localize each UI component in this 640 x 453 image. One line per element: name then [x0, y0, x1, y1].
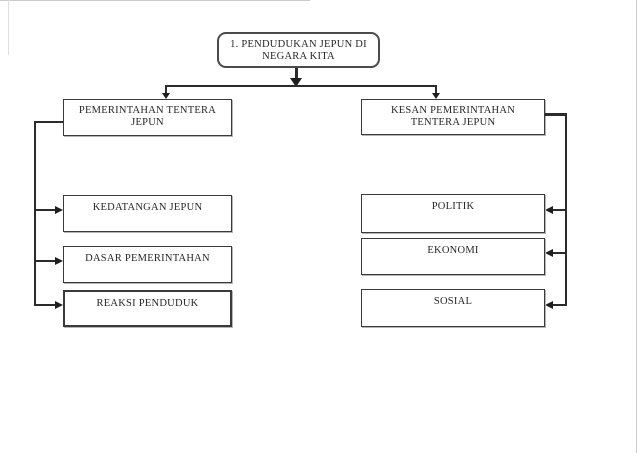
- node-dasar-pemerintahan: DASAR PEMERINTAHAN: [63, 246, 232, 283]
- node-kedatangan-jepun-label: KEDATANGAN JEPUN: [92, 202, 203, 213]
- connector-dasar-line: [34, 260, 56, 262]
- connector-reaksi-arrowhead-icon: [55, 301, 63, 309]
- connector-sosial-arrowhead-icon: [545, 301, 553, 309]
- connector-sosial-line: [553, 304, 566, 306]
- node-pemerintahan-tentera-jepun: PEMERINTAHAN TENTERA JEPUN: [63, 99, 232, 136]
- connector-politik-line: [553, 209, 566, 211]
- connector-right-header-exit: [545, 113, 567, 116]
- node-pendudukan-jepun-label: 1. PENDUDUKAN JEPUN DI NEGARA KITA: [230, 39, 367, 62]
- node-sosial-label: SOSIAL: [433, 296, 473, 307]
- connector-right-drop: [435, 85, 437, 94]
- top-edge-line: [0, 0, 310, 1]
- connector-kedatangan-arrowhead-icon: [55, 206, 63, 214]
- connector-politik-arrowhead-icon: [545, 206, 553, 214]
- connector-right-drop-arrowhead-icon: [432, 93, 440, 99]
- right-edge-line: [636, 0, 637, 453]
- node-reaksi-penduduk: REAKSI PENDUDUK: [63, 290, 232, 327]
- node-sosial: SOSIAL: [361, 289, 545, 327]
- node-politik-label: POLITIK: [431, 201, 475, 212]
- connector-left-drop: [165, 85, 167, 94]
- connector-left-spine: [34, 121, 36, 306]
- node-politik: POLITIK: [361, 194, 545, 233]
- node-ekonomi: EKONOMI: [361, 238, 545, 275]
- connector-ekonomi-arrowhead-icon: [545, 249, 553, 257]
- node-ekonomi-label: EKONOMI: [427, 245, 479, 256]
- connector-kedatangan-line: [34, 209, 56, 211]
- connector-top-bar: [166, 85, 437, 87]
- node-pendudukan-jepun: 1. PENDUDUKAN JEPUN DI NEGARA KITA: [217, 32, 380, 68]
- connector-right-spine: [565, 113, 567, 306]
- connector-dasar-arrowhead-icon: [55, 257, 63, 265]
- connector-reaksi-line: [34, 304, 56, 306]
- node-kedatangan-jepun: KEDATANGAN JEPUN: [63, 195, 232, 232]
- node-pemerintahan-tentera-jepun-label: PEMERINTAHAN TENTERA JEPUN: [78, 105, 217, 128]
- connector-ekonomi-line: [553, 252, 566, 254]
- left-edge-line: [8, 0, 9, 55]
- node-kesan-pemerintahan: KESAN PEMERINTAHAN TENTERA JEPUN: [361, 99, 545, 135]
- node-kesan-pemerintahan-label: KESAN PEMERINTAHAN TENTERA JEPUN: [390, 105, 516, 128]
- connector-root-arrowhead-icon: [290, 78, 302, 87]
- connector-root-stem: [295, 68, 298, 79]
- node-dasar-pemerintahan-label: DASAR PEMERINTAHAN: [85, 253, 210, 264]
- connector-left-header-exit: [34, 121, 63, 123]
- node-reaksi-penduduk-label: REAKSI PENDUDUK: [96, 298, 199, 309]
- connector-left-drop-arrowhead-icon: [162, 93, 170, 99]
